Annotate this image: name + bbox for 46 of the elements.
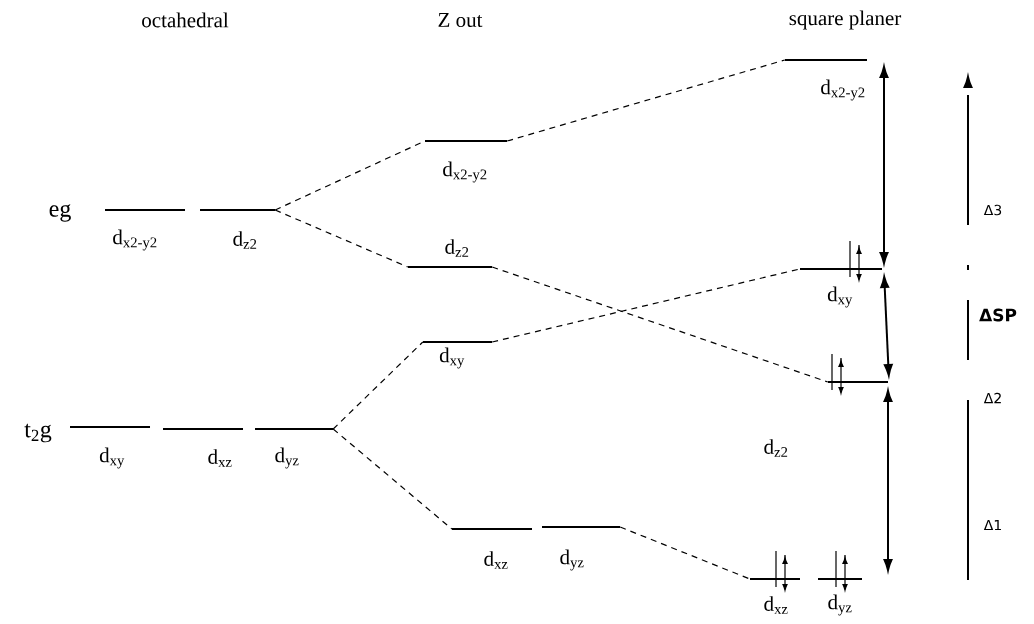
connector-line (332, 341, 424, 430)
node-label: d$_{xz}$ (208, 449, 232, 467)
energy-level: d$_{xy}$ (70, 425, 150, 469)
delta-label: Δ3 (981, 202, 1005, 218)
node-label: d$_{z2}$ (445, 239, 469, 257)
energy-level: d$_{x2-y2}$ (105, 208, 185, 251)
energy-level: d$_{z2}$ (408, 239, 492, 269)
delta-label: Δ2 (981, 390, 1005, 406)
energy-level: d$_{xz}$ (750, 577, 800, 614)
connector-line (274, 140, 426, 211)
node-label: d$_{xy}$ (827, 286, 853, 308)
energy-level: d$_{yz}$ (542, 525, 620, 571)
group-label: t$_{2}$g (24, 423, 52, 443)
node-label: d$_{xy}$ (439, 347, 465, 369)
energy-level: d$_{xz}$ (163, 427, 243, 467)
node-label: d$_{xz}$ (484, 551, 508, 569)
energy-level: d$_{z2}$ (200, 208, 275, 249)
node-label: d$_{z2}$ (764, 439, 788, 457)
connector-line (619, 526, 751, 580)
energy-level: d$_{x2-y2}$ (785, 58, 867, 101)
node-label: d$_{xz}$ (764, 596, 788, 614)
energy-level: d$_{yz}$ (818, 577, 862, 616)
heading: Z out (438, 13, 483, 27)
delta-label: ΔSP (977, 306, 1019, 324)
connector-line (506, 59, 786, 142)
energy-level: d$_{xy}$ (800, 267, 882, 308)
heading: square planer (789, 10, 902, 30)
node-label: d$_{x2-y2}$ (821, 79, 865, 101)
connector-line (332, 428, 453, 530)
group-label: eg (49, 204, 71, 222)
node-label: d$_{x2-y2}$ (113, 229, 157, 251)
energy-level: d$_{yz}$ (255, 427, 333, 469)
node-label: d$_{x2-y2}$ (443, 161, 487, 183)
energy-level: d$_{x2-y2}$ (425, 139, 507, 183)
energy-level: d$_{xz}$ (452, 527, 532, 569)
node-label: d$_{yz}$ (275, 447, 299, 469)
node-label: d$_{xy}$ (99, 447, 125, 469)
energy-level: d$_{z2}$ (764, 380, 888, 457)
energy-level: d$_{xy}$ (423, 340, 492, 369)
connector-line (491, 266, 829, 383)
node-label: d$_{yz}$ (560, 549, 584, 571)
heading: octahedral (142, 12, 229, 28)
connector-line (274, 209, 409, 268)
node-label: d$_{z2}$ (233, 231, 257, 249)
delta-label: Δ1 (981, 517, 1005, 533)
node-label: d$_{yz}$ (828, 594, 852, 616)
